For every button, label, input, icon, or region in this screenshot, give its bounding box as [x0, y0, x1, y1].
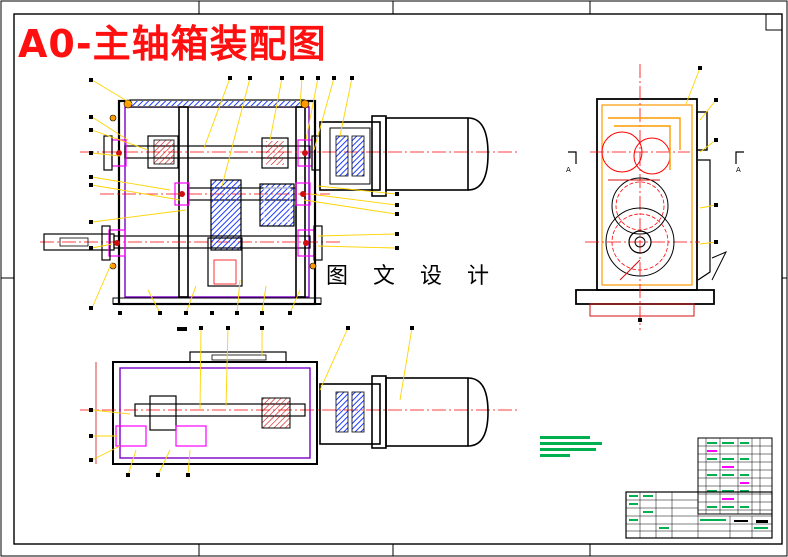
watermark-text: 图 文 设 计: [326, 264, 498, 289]
leader-lines-side: [685, 67, 717, 245]
leader-lines-top: [91, 327, 413, 476]
front-section-view: [40, 99, 520, 306]
leader-lines-front: [91, 77, 397, 314]
leader-markers-side: [638, 66, 718, 322]
title-block: [625, 491, 773, 539]
drawing-title: A0-主轴箱装配图: [18, 22, 327, 66]
leader-markers-top: [89, 326, 414, 477]
section-label-left: A: [566, 166, 571, 174]
top-view: [80, 351, 520, 465]
technical-requirements-block: [540, 436, 602, 457]
leader-markers-front: [89, 76, 399, 331]
section-label-right: A: [736, 166, 741, 174]
parts-list-table: [697, 437, 773, 515]
side-view: [568, 64, 744, 330]
